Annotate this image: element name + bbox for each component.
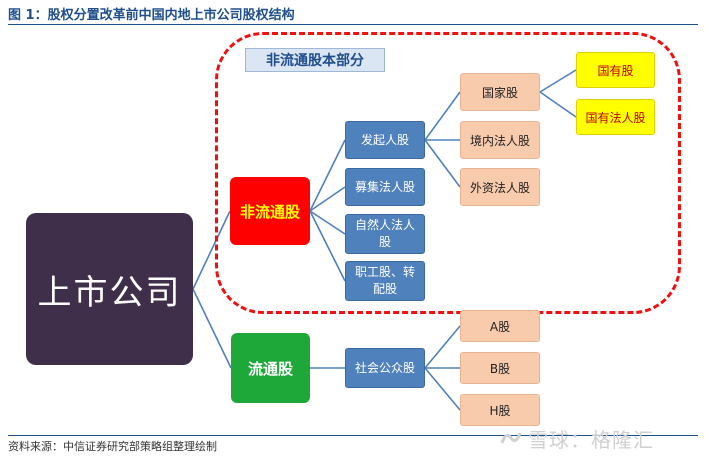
edge-state-statelegal — [539, 91, 577, 118]
edge-public-h — [424, 367, 461, 411]
edge-nonflow-raised — [309, 186, 346, 212]
node-listed-company: 上市公司 — [26, 213, 193, 365]
node-natural-person-legal-shares: 自然人法人股 — [345, 214, 425, 254]
snowball-logo-icon — [500, 428, 522, 452]
node-tradable-shares: 流通股 — [231, 333, 310, 403]
edge-sponsor-foreign — [424, 139, 461, 188]
watermark: 雪球：格隆汇 — [500, 424, 654, 453]
node-foreign-legal-person-shares: 外资法人股 — [460, 168, 540, 206]
edge-public-a — [424, 325, 461, 369]
node-domestic-legal-person-shares: 境内法人股 — [460, 121, 540, 159]
node-state-shares: 国家股 — [460, 73, 540, 111]
node-b-shares: B股 — [460, 352, 540, 384]
watermark-text: 雪球：格隆汇 — [528, 428, 654, 452]
node-state-owned-legal-person-shares: 国有法人股 — [576, 99, 655, 135]
edge-company-flow — [192, 288, 232, 369]
footer-divider — [8, 435, 698, 436]
source-note: 资料来源：中信证券研究部策略组整理绘制 — [8, 440, 217, 453]
edge-sponsor-state — [424, 91, 461, 141]
figure-title: 图 1：股权分置改革前中国内地上市公司股权结构 — [8, 8, 295, 23]
edge-nonflow-sponsor — [309, 139, 346, 212]
edge-state-stateowned — [539, 69, 577, 93]
edge-nonflow-employee — [309, 210, 346, 282]
title-divider — [8, 24, 698, 25]
node-a-shares: A股 — [460, 310, 540, 342]
node-state-owned-shares: 国有股 — [576, 52, 655, 88]
node-non-tradable-shares: 非流通股 — [230, 177, 310, 245]
node-raised-legal-person-shares: 募集法人股 — [345, 168, 425, 206]
node-sponsor-shares: 发起人股 — [345, 121, 425, 159]
node-h-shares: H股 — [460, 394, 540, 426]
edge-nonflow-natural — [309, 210, 346, 235]
non-tradable-region — [215, 32, 681, 314]
region-label: 非流通股本部分 — [245, 48, 385, 72]
edge-company-nonflow — [192, 210, 231, 290]
node-public-shares: 社会公众股 — [345, 348, 425, 388]
node-employee-shares: 职工股、转配股 — [345, 261, 425, 301]
